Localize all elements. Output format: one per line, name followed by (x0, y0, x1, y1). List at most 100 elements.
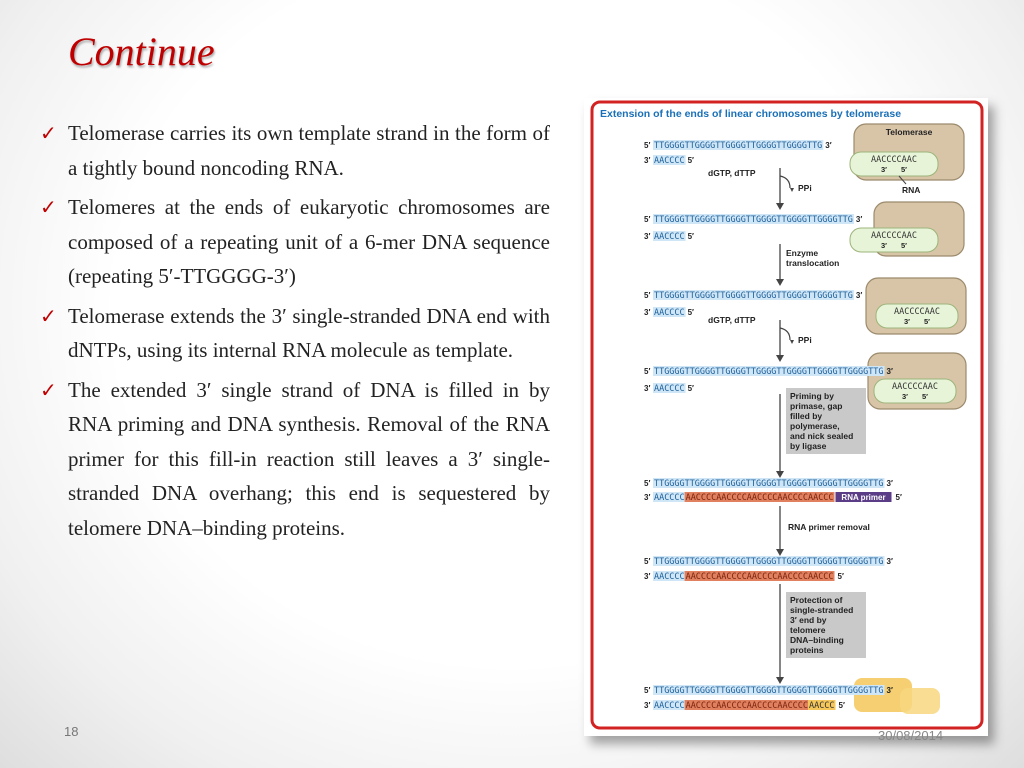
bottom-strand-7-dna2: AACCCCAACCCCAACCCCAACCCC (686, 701, 808, 711)
bottom-strand-6-dna2: AACCCCAACCCCAACCCCAACCCCAACCC (686, 572, 834, 582)
checkmark-icon: ✓ (40, 123, 57, 145)
rna-3p-label: 3′ (904, 317, 910, 326)
protection-box-line: Protection of (790, 595, 843, 605)
priming-box (786, 388, 866, 454)
figure-title: Extension of the ends of linear chromoso… (600, 108, 901, 120)
telomerase-rna-template (875, 303, 959, 329)
arrow-5-head (776, 549, 784, 556)
bottom-strand-2-bg (653, 231, 686, 241)
top-strand-5-bg (653, 478, 885, 488)
strand-5p-label: 5′ (896, 493, 902, 502)
strand-5p-label: 5′ (688, 156, 694, 165)
ppi-2-head (790, 340, 794, 344)
arrow-2-head (776, 279, 784, 286)
bottom-strand-5-dna-bg (653, 492, 686, 502)
bullet-item: ✓Telomeres at the ends of eukaryotic chr… (40, 190, 550, 294)
bottom-strand-2: AACCCC (654, 232, 685, 242)
protection-box-line: proteins (790, 645, 824, 655)
strand-5p-label: 5′ (688, 384, 694, 393)
bullet-list: ✓ Telomerase carries its own template str… (40, 116, 550, 550)
top-strand-4: TTGGGGTTGGGGTTGGGGTTGGGGTTGGGGTTGGGGTTGG… (654, 367, 884, 377)
top-strand-7: TTGGGGTTGGGGTTGGGGTTGGGGTTGGGGTTGGGGTTGG… (654, 686, 884, 696)
rna-template-sequence: AACCCCAAC (871, 155, 917, 165)
strand-5p-label: 5′ (838, 572, 844, 581)
rna-3p-label: 3′ (902, 392, 908, 401)
priming-box-line: filled by (790, 411, 822, 421)
enzyme-translocation-line: translocation (786, 258, 839, 268)
rna-3p-label: 3′ (881, 241, 887, 250)
protection-box (786, 592, 866, 658)
slide-number: 18 (64, 724, 79, 739)
telomerase-figure: Extension of the ends of linear chromoso… (584, 98, 988, 736)
bottom-strand-4-bg (653, 383, 686, 393)
protection-box-line: DNA–binding (790, 635, 844, 645)
priming-box-line: Priming by (790, 391, 834, 401)
telomerase-rna-template (849, 151, 939, 177)
rna-primer-label: RNA primer (841, 493, 885, 502)
strand-3p-label: 3′ (644, 384, 650, 393)
ppi-2-curve (779, 327, 791, 341)
bottom-strand-7-dna: AACCCC (654, 701, 685, 711)
strand-3p-label: 3′ (644, 701, 650, 710)
strand-3p-label: 3′ (887, 367, 893, 376)
strand-5p-label: 5′ (644, 141, 650, 150)
top-strand-4-bg (653, 366, 885, 376)
strand-5p-label: 5′ (644, 291, 650, 300)
bottom-strand-5-rna-bg (684, 492, 835, 502)
ppi-1-head (790, 188, 794, 192)
strand-3p-label: 3′ (644, 493, 650, 502)
strand-3p-label: 3′ (887, 479, 893, 488)
bottom-strand-6-dna2-bg (684, 571, 835, 581)
bottom-strand-4: AACCCC (654, 384, 685, 394)
priming-box-line: and nick sealed (790, 431, 853, 441)
bullet-item: ✓Telomerase extends the 3′ single-strand… (40, 299, 550, 368)
strand-3p-label: 3′ (644, 156, 650, 165)
telomerase-diagram: Extension of the ends of linear chromoso… (590, 100, 984, 730)
rna-3p-label: 3′ (881, 165, 887, 174)
strand-3p-label: 3′ (644, 572, 650, 581)
bullet-item: ✓ Telomerase carries its own template str… (40, 116, 550, 185)
rna-primer-removal-label: RNA primer removal (788, 522, 870, 532)
priming-box-line: by ligase (790, 441, 827, 451)
enzyme-translocation-line: Enzyme (786, 248, 818, 258)
bottom-strand-5-rna: AACCCCAACCCCAACCCCAACCCCAACCC (686, 493, 834, 503)
arrow-4-head (776, 471, 784, 478)
rna-primer-tag (835, 492, 892, 502)
top-strand-6-bg (653, 556, 885, 566)
arrow-1-head (776, 203, 784, 210)
bottom-strand-5-dna: AACCCC (654, 493, 685, 503)
ppi-label: PPi (798, 183, 812, 193)
bottom-strand-7-dna2-bg (684, 700, 809, 710)
protection-box-line: telomere (790, 625, 826, 635)
strand-5p-label: 5′ (688, 308, 694, 317)
rna-5p-label: 5′ (901, 165, 907, 174)
dntp-label: dGTP, dTTP (708, 315, 756, 325)
slide-title: Continue (68, 29, 215, 74)
bullet-text: The extended 3′ single strand of DNA is … (68, 377, 550, 540)
bottom-strand-1-bg (653, 155, 686, 165)
bullet-text: Telomerase carries its own template stra… (68, 121, 550, 180)
bottom-strand-7-dna-bg (653, 700, 686, 710)
rna-template-sequence: AACCCCAAC (894, 307, 940, 317)
rna-5p-label: 5′ (924, 317, 930, 326)
bottom-strand-3-bg (653, 307, 686, 317)
bottom-strand-3: AACCCC (654, 308, 685, 318)
binding-protein (900, 688, 940, 714)
slide-date: 30/08/2014 (878, 728, 944, 743)
strand-3p-label: 3′ (825, 141, 831, 150)
top-strand-5: TTGGGGTTGGGGTTGGGGTTGGGGTTGGGGTTGGGGTTGG… (654, 479, 884, 489)
checkmark-icon: ✓ (40, 305, 57, 328)
strand-5p-label: 5′ (644, 215, 650, 224)
checkmark-icon: ✓ (40, 197, 57, 219)
arrow-3-head (776, 355, 784, 362)
strand-3p-label: 3′ (887, 557, 893, 566)
checkmark-icon: ✓ (40, 379, 57, 402)
strand-5p-label: 5′ (644, 479, 650, 488)
strand-3p-label: 3′ (856, 215, 862, 224)
strand-3p-label: 3′ (644, 232, 650, 241)
priming-box-line: primase, gap (790, 401, 842, 411)
priming-box-line: polymerase, (790, 421, 840, 431)
top-strand-7-bg (653, 685, 885, 695)
dntp-label: dGTP, dTTP (708, 168, 756, 178)
strand-5p-label: 5′ (644, 367, 650, 376)
